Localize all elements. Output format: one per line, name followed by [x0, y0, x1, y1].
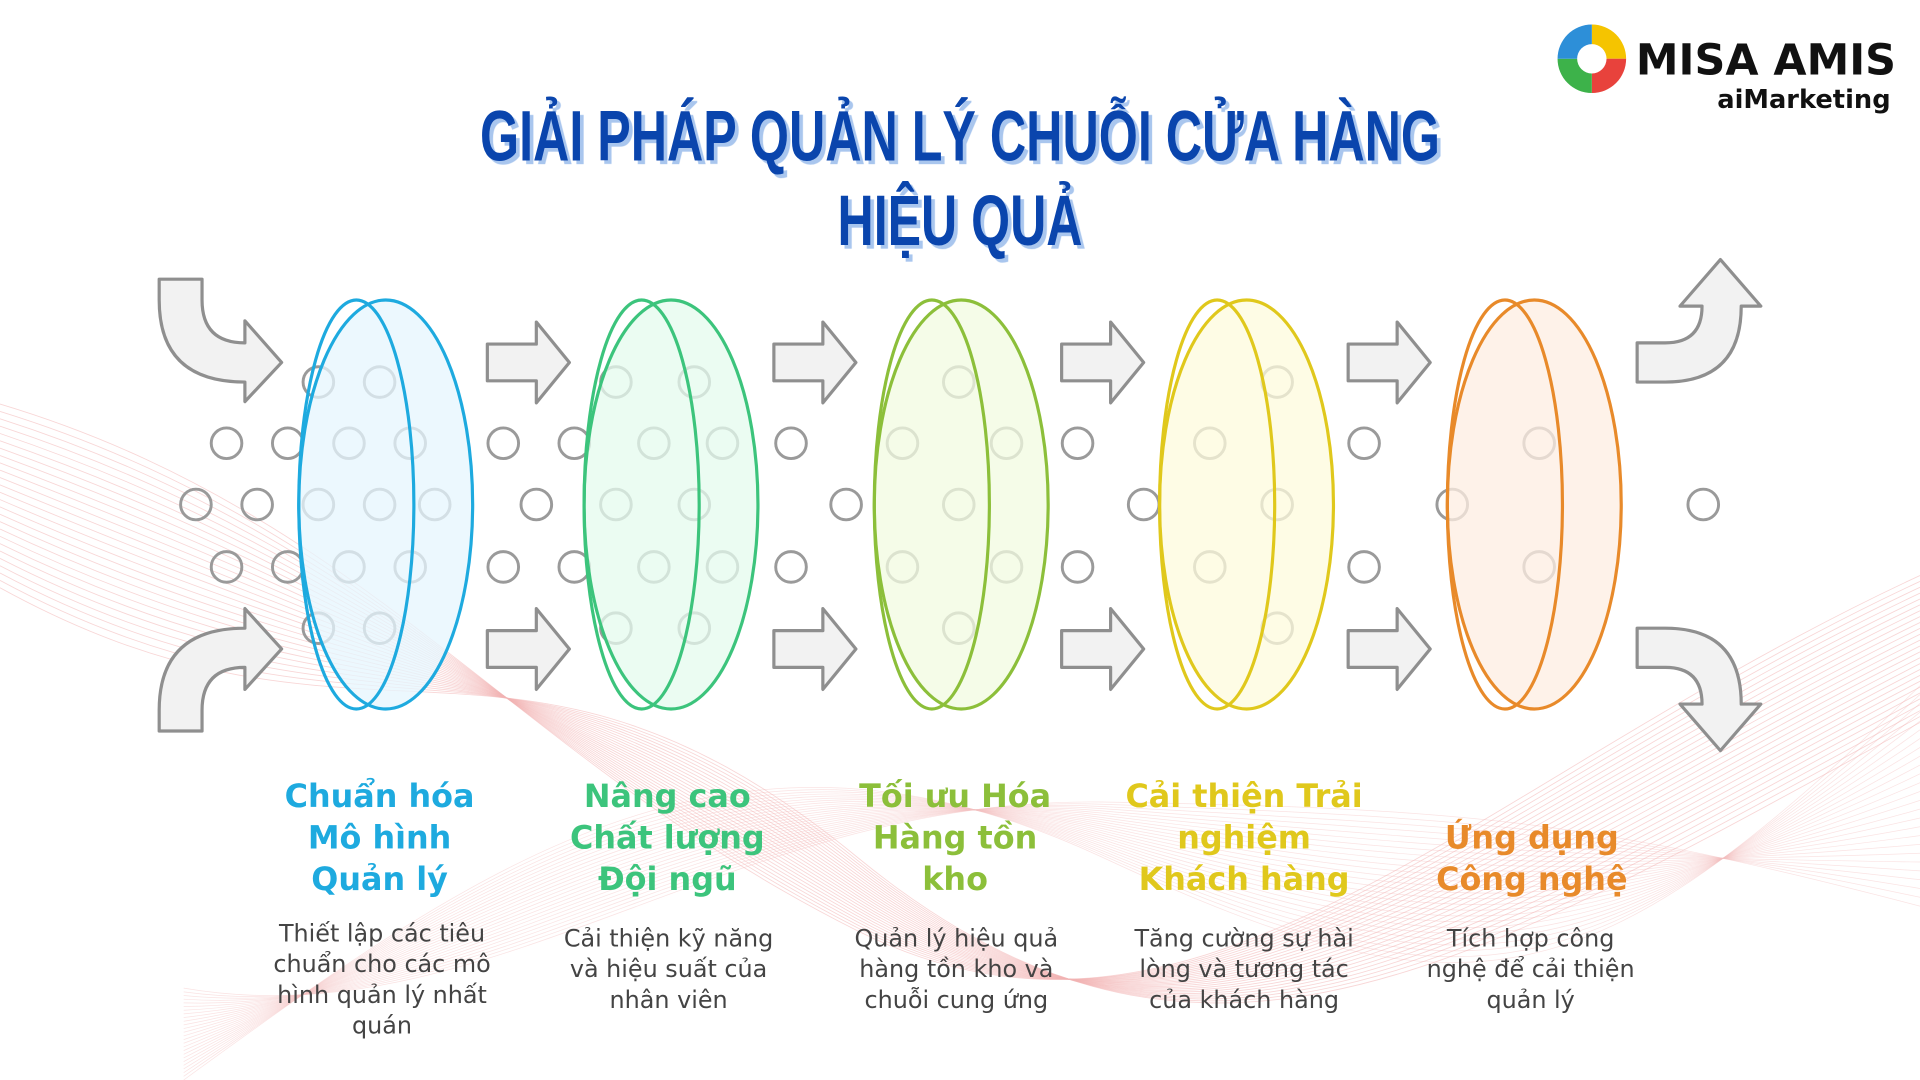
arrow-right-icon [772, 320, 858, 405]
wave-line [0, 535, 1920, 991]
curved-arrow-in-bottom-icon [157, 606, 284, 733]
particle-dot [1060, 426, 1095, 461]
wave-line [183, 764, 1920, 1048]
logo-product: aiMarketing [1717, 85, 1890, 115]
wave-line [183, 738, 1920, 1059]
page-title: GIẢI PHÁP QUẢN LÝ CHUỖI CỬA HÀNG HIỆU QU… [480, 96, 1440, 260]
particle-dot [519, 487, 554, 522]
particle-dot [774, 550, 808, 584]
wave-line [183, 799, 1920, 1033]
arrow-right-icon [1060, 320, 1146, 405]
wave-line [183, 755, 1920, 1051]
curved-arrow-out-bottom-icon [1635, 626, 1763, 753]
arrow-right-icon [1060, 606, 1146, 691]
ring-3 [872, 298, 1050, 711]
particle-dot [270, 426, 305, 461]
curved-arrow-in-top-icon [157, 277, 284, 404]
wave-line [0, 565, 1920, 998]
wave-line [0, 521, 1920, 989]
wave-line [0, 580, 1920, 1002]
arrow-right-icon [772, 606, 858, 691]
wave-line [183, 694, 1920, 1077]
wave-line [183, 729, 1920, 1062]
wave-line [0, 550, 1920, 995]
ring-4 [1158, 298, 1336, 711]
wave-line [183, 808, 1920, 1011]
logo-swirl-icon [1557, 24, 1627, 94]
particle-dot [1347, 550, 1381, 584]
wave-line [0, 572, 1920, 1000]
particle-dot [486, 550, 521, 584]
wave-line [183, 801, 1920, 996]
wave-line [183, 747, 1920, 1055]
particle-dot [1686, 487, 1721, 522]
wave-line [183, 720, 1920, 1066]
arrow-right-icon [485, 606, 571, 691]
ring-1 [297, 298, 475, 711]
particle-dot [1126, 487, 1161, 522]
title-line-1: GIẢI PHÁP QUẢN LÝ CHUỖI CỬA HÀNG [480, 96, 1440, 176]
flow-arrows [157, 258, 1763, 753]
particle-dot [774, 426, 808, 461]
wave-line [183, 805, 1920, 999]
wave-line [183, 782, 1920, 1040]
particle-dot [209, 550, 244, 584]
brand-logo: MISA AMIS aiMarketing [1557, 24, 1896, 115]
wave-line [183, 685, 1920, 1080]
wave-line [183, 791, 1920, 1037]
ring-2 [582, 298, 760, 711]
wave-line [183, 809, 1920, 1018]
ring-5 [1445, 298, 1623, 711]
particle-dot [240, 487, 274, 522]
arrow-right-icon [1346, 320, 1432, 405]
wave-line [183, 809, 1920, 1026]
particle-dot [1060, 550, 1095, 584]
wave-line [0, 557, 1920, 996]
wave-line [183, 808, 1920, 1007]
background-wave-lines [0, 403, 1920, 1080]
logo-brand: MISA AMIS [1636, 36, 1896, 86]
arrow-right-icon [485, 320, 571, 405]
wave-line [183, 807, 1920, 1004]
particle-dot [1347, 426, 1381, 461]
wave-line [183, 703, 1920, 1073]
wave-line [183, 803, 1920, 997]
particle-dot [486, 426, 521, 461]
particle-dot [209, 426, 244, 461]
wave-line [183, 773, 1920, 1044]
particle-dot [829, 487, 863, 522]
arrow-right-icon [1346, 606, 1432, 691]
wave-line [183, 711, 1920, 1070]
particle-dot [179, 487, 213, 522]
wave-line [0, 587, 1920, 1004]
title-line-2: HIỆU QUẢ [838, 181, 1083, 261]
wave-line [183, 806, 1920, 1001]
curved-arrow-out-top-icon [1635, 258, 1763, 384]
filter-rings [297, 298, 1623, 711]
